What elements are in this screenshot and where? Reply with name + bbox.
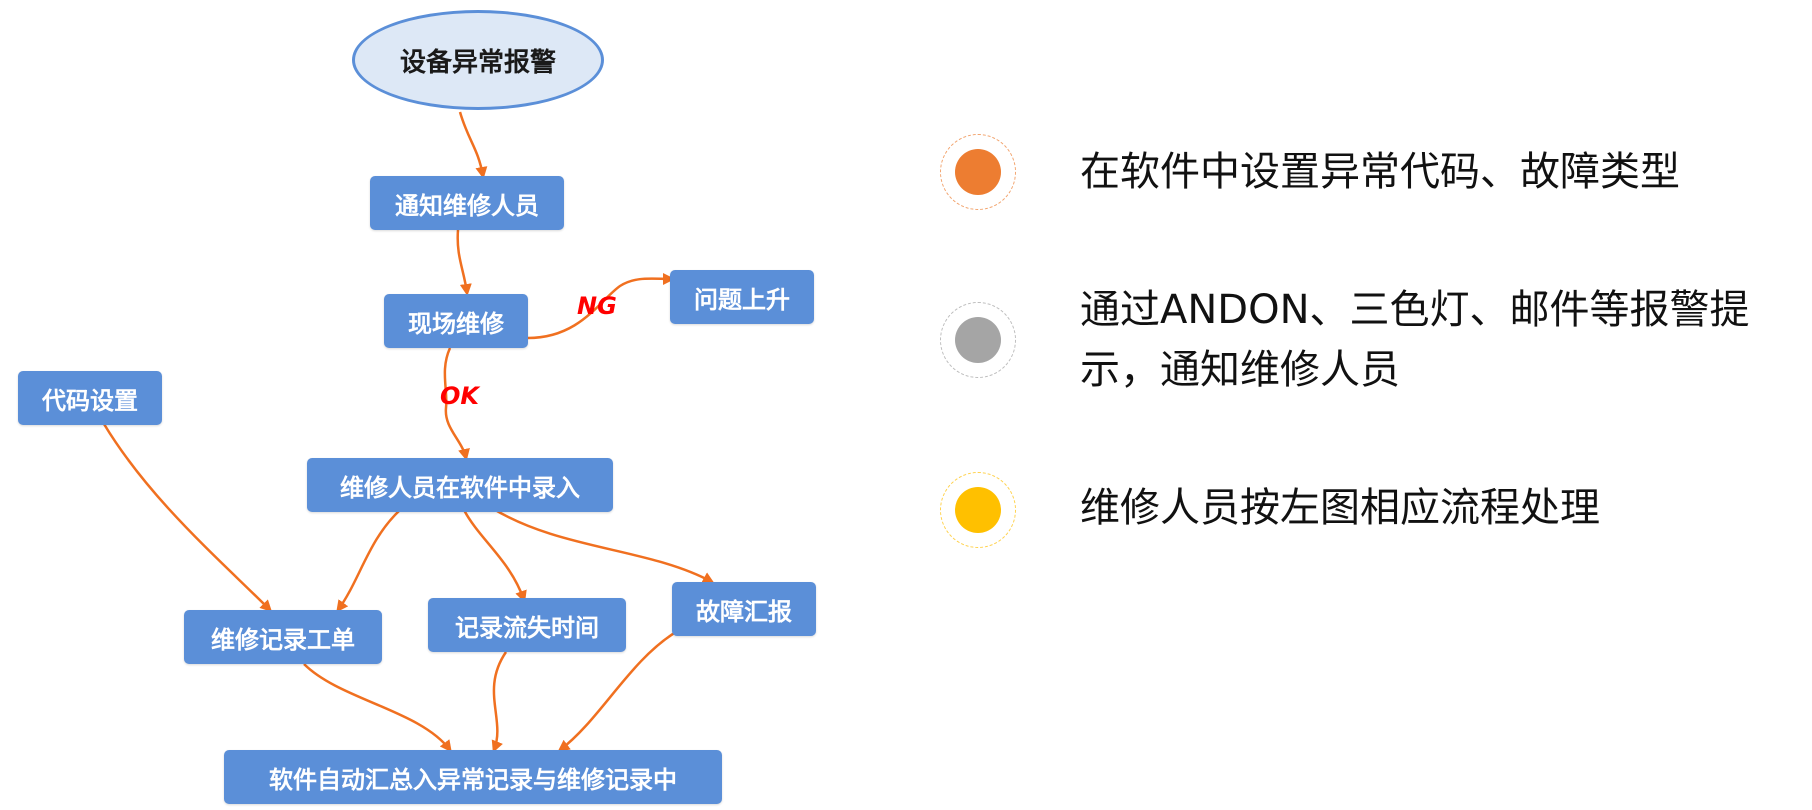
arrow-notify-to-onsite (456, 229, 472, 296)
label-ng: NG (577, 292, 617, 320)
arrow-workorder-to-summary (303, 663, 452, 753)
node-notify: 通知维修人员 (370, 176, 564, 230)
arrow-entry-to-workorder (336, 509, 401, 613)
orange-dot-icon (940, 134, 1016, 210)
arrow-onsite-to-escalate (527, 272, 675, 340)
legend-item-1: 在软件中设置异常代码、故障类型 (940, 134, 1680, 210)
legend-text-3: 维修人员按左图相应流程处理 (1080, 485, 1600, 531)
arrow-start-to-notify (458, 111, 488, 179)
yellow-dot-icon (940, 472, 1016, 548)
node-work-order: 维修记录工单 (184, 610, 382, 664)
node-fault-report: 故障汇报 (672, 582, 816, 636)
legend-item-3: 维修人员按左图相应流程处理 (940, 472, 1600, 548)
arrow-onsite-to-entry (443, 347, 470, 461)
node-escalate: 问题上升 (670, 270, 814, 324)
legend-text-1: 在软件中设置异常代码、故障类型 (1080, 149, 1680, 195)
arrow-losttime-to-summary (491, 651, 508, 753)
arrow-entry-to-losttime (462, 509, 527, 603)
gray-dot-icon (940, 302, 1016, 378)
arrow-codesetup-to-workorder (102, 423, 273, 613)
node-record-entry: 维修人员在软件中录入 (307, 458, 613, 512)
label-ok: OK (440, 382, 479, 410)
legend-item-2: 通过ANDON、三色灯、邮件等报警提示，通知维修人员 (940, 287, 1750, 393)
arrow-fault-to-summary (557, 630, 677, 752)
arrow-entry-to-fault (491, 506, 715, 584)
node-onsite: 现场维修 (384, 294, 528, 348)
node-lost-time: 记录流失时间 (428, 598, 626, 652)
node-start: 设备异常报警 (352, 10, 604, 110)
node-code-setup: 代码设置 (18, 371, 162, 425)
legend-text-2: 通过ANDON、三色灯、邮件等报警提示，通知维修人员 (1080, 287, 1750, 393)
node-summary: 软件自动汇总入异常记录与维修记录中 (224, 750, 722, 804)
